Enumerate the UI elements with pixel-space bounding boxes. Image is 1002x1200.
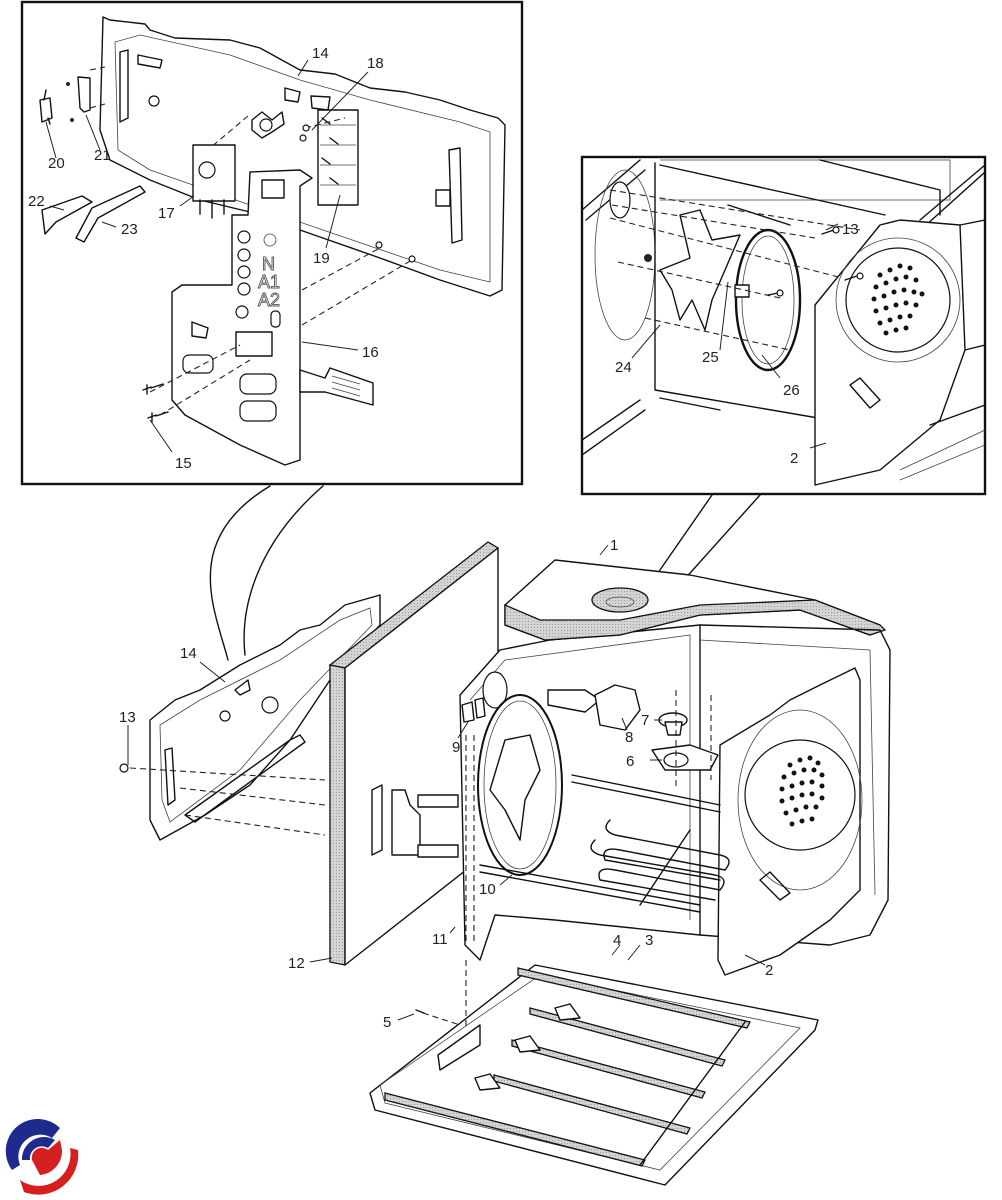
rear-panel-bracket — [99, 16, 506, 297]
label-part-24: 24 — [615, 359, 632, 376]
marking-n: N — [262, 254, 275, 274]
marking-a2: A2 — [258, 290, 280, 310]
label-part-12: 12 — [288, 955, 305, 972]
label-part-6: 6 — [626, 753, 634, 770]
bottom-tray-3 — [369, 964, 819, 1186]
callout-connector-left — [209, 485, 324, 661]
label-part-9: 9 — [452, 739, 460, 756]
grill-element-10 — [479, 774, 730, 913]
label-part-21: 21 — [94, 147, 111, 164]
label-part-23: 23 — [121, 221, 138, 238]
label-part-13-main: 13 — [119, 709, 136, 726]
rear-panel-bracket-14 — [149, 594, 381, 841]
label-part-11: 11 — [432, 931, 448, 948]
label-part-14-main: 14 — [180, 645, 197, 662]
fan-grille-holes — [871, 263, 925, 336]
label-part-7: 7 — [641, 712, 649, 729]
marking-a1: A1 — [258, 272, 280, 292]
detail-box-control-panel: N A1 A2 — [20, 0, 524, 486]
cooling-fan-motor-17 — [192, 144, 236, 219]
label-part-22: 22 — [28, 193, 45, 210]
label-part-8: 8 — [625, 729, 633, 746]
label-part-4: 4 — [613, 932, 621, 949]
label-part-3: 3 — [645, 932, 653, 949]
label-part-15: 15 — [175, 455, 192, 472]
label-part-18: 18 — [367, 55, 384, 72]
terminal-bracket-16: N A1 A2 — [171, 169, 374, 466]
label-part-14: 14 — [312, 45, 329, 62]
fan-motor-8 — [547, 684, 641, 731]
labels-detail-b: 13 24 25 26 2 — [615, 221, 859, 467]
main-assembly — [119, 541, 891, 1186]
label-part-2-main: 2 — [765, 962, 773, 979]
labels-main: 1 14 13 9 8 7 6 10 11 12 4 3 2 5 — [119, 537, 773, 1031]
label-part-26: 26 — [783, 382, 800, 399]
labels-detail-a: 14 18 20 21 22 23 17 19 16 15 — [28, 45, 384, 472]
back-panel-2 — [717, 667, 863, 976]
label-part-16: 16 — [362, 344, 379, 361]
label-part-10: 10 — [479, 881, 496, 898]
label-part-17: 17 — [158, 205, 175, 222]
detail-box-fan-element: 13 24 25 26 2 — [580, 155, 987, 496]
label-part-1: 1 — [610, 537, 618, 554]
main-fan-grille-holes — [779, 755, 825, 827]
bottom-element-4 — [384, 967, 751, 1167]
label-part-20: 20 — [48, 155, 65, 172]
label-part-25: 25 — [702, 349, 719, 366]
terminal-block-19 — [317, 109, 359, 206]
top-insulation-1 — [504, 559, 887, 641]
label-part-5: 5 — [383, 1014, 391, 1031]
label-part-2-detail: 2 — [790, 450, 798, 467]
brand-logo — [5, 1118, 79, 1195]
label-part-19: 19 — [313, 250, 330, 267]
rear-insulation-12 — [328, 541, 500, 966]
fan-blade-24 — [659, 209, 741, 331]
label-part-13-detail: 13 — [842, 221, 859, 238]
circular-element-26 — [734, 228, 802, 372]
